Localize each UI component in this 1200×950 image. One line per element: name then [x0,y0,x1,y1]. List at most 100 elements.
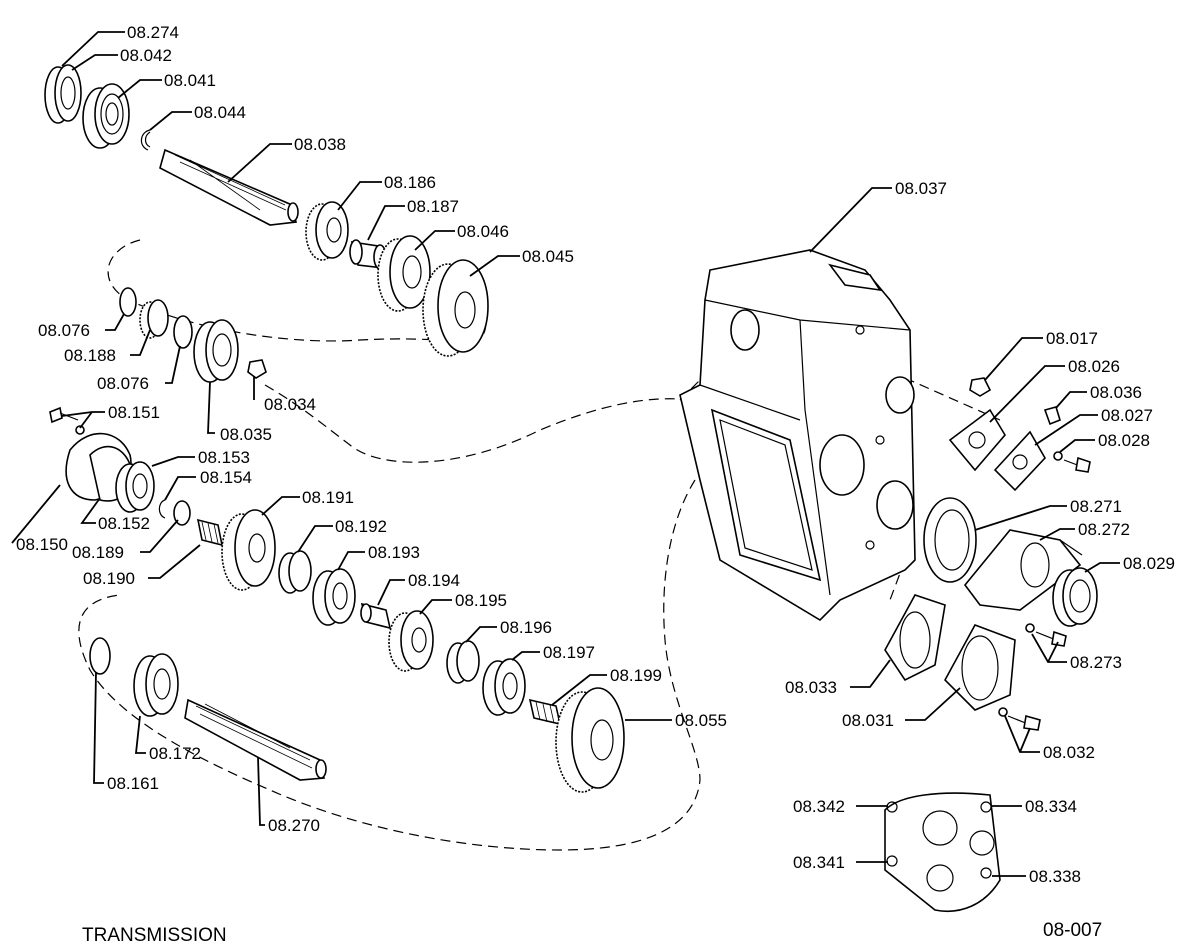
bearing-08172 [133,653,179,717]
bolt-08273 [1025,623,1067,647]
gasket-08027 [993,430,1046,492]
seal-08042 [44,64,82,124]
callout-08153: 08.153 [198,448,250,467]
callout-08338: 08.338 [1029,867,1081,886]
left-cover-group [49,406,224,547]
sleeve-08197 [482,658,526,716]
callout-08195: 08.195 [455,591,507,610]
callout-08342: 08.342 [793,797,845,816]
callout-08044: 08.044 [194,103,246,122]
nut-08017 [969,377,992,397]
callout-08037: 08.037 [895,179,947,198]
gear-08188 [139,299,169,339]
callout-08152: 08.152 [98,514,150,533]
callout-08194: 08.194 [408,571,460,590]
gasket-08033 [884,594,946,682]
callout-08027: 08.027 [1101,406,1153,425]
callout-08151: 08.151 [108,403,160,422]
callout-08026: 08.026 [1068,357,1120,376]
callout-08034: 08.034 [264,395,316,414]
shaft-08038 [159,148,299,226]
callout-08272: 08.272 [1078,520,1130,539]
callout-08046: 08.046 [457,222,509,241]
bearing-08041 [82,83,130,149]
cover-08031 [944,624,1016,711]
fitting-08036 [1043,406,1061,426]
callout-08035: 08.035 [220,425,272,444]
callout-08031: 08.031 [842,711,894,730]
callout-08154: 08.154 [200,468,252,487]
callout-08188: 08.188 [64,346,116,365]
callout-08186: 08.186 [384,173,436,192]
callout-08161: 08.161 [107,774,159,793]
callout-08028: 08.028 [1098,431,1150,450]
bolt-08151 [49,406,85,435]
callout-08042: 08.042 [120,46,172,65]
right-components [884,377,1098,731]
gear-08046 [377,235,431,312]
callout-08192: 08.192 [335,517,387,536]
gear-08055 [555,687,625,793]
countershaft-group [119,287,267,383]
bearing-08035 [193,319,239,383]
nut-08034 [247,359,267,379]
callout-08334: 08.334 [1025,797,1077,816]
output-gear-train [89,509,625,793]
circlip-08154 [158,499,166,519]
figure-number: 08-007 [1043,920,1102,941]
callout-08041: 08.041 [164,71,216,90]
seal-08029 [1052,567,1098,627]
gear-08045 [422,259,489,357]
callout-08190: 08.190 [83,569,135,588]
bracket-08272 [963,529,1083,611]
callout-08036: 08.036 [1090,383,1142,402]
bearing-08153 [115,461,155,513]
ring-08189 [173,500,191,526]
ring-08076a [119,287,137,317]
callout-08197: 08.197 [543,643,595,662]
callout-08191: 08.191 [302,488,354,507]
callout-08045: 08.045 [522,247,574,266]
bolt-08032 [998,707,1041,731]
callout-08076-a: 08.076 [38,321,90,340]
gear-08195 [388,610,434,672]
callout-08271: 08.271 [1070,497,1122,516]
callout-08055: 08.055 [675,711,727,730]
callout-08032: 08.032 [1043,743,1095,762]
callout-08341: 08.341 [793,853,845,872]
hub-08192 [278,550,312,594]
bearing-08199 [528,698,562,726]
callout-08196: 08.196 [500,618,552,637]
ring-08076b [173,315,193,349]
gasket-08271 [923,497,977,583]
bolt-08028 [1053,451,1091,473]
callout-08150: 08.150 [16,535,68,554]
bushing-08194 [360,602,392,630]
cover-plate [884,792,1001,912]
washer-08161 [89,637,111,675]
gear-08186 [305,201,349,261]
callout-08029: 08.029 [1123,554,1175,573]
leader-lines [11,31,1120,877]
hub-08196 [446,640,480,684]
housing-08037 [679,249,916,622]
callout-08193: 08.193 [368,543,420,562]
circlip-08044 [140,129,151,151]
diagram-title: TRANSMISSION [82,925,227,946]
sleeve-08193 [312,568,356,626]
input-shaft-group [44,64,489,357]
shaft-08270 [184,698,327,781]
callout-08274: 08.274 [127,23,179,42]
callout-08172: 08.172 [149,744,201,763]
callout-labels: 08.274 08.042 08.041 08.044 08.038 08.18… [16,23,1175,886]
bearing-08190 [196,518,224,547]
callout-08038: 08.038 [294,135,346,154]
callout-08076-b: 08.076 [97,374,149,393]
callout-08017: 08.017 [1046,329,1098,348]
callout-08273: 08.273 [1070,653,1122,672]
callout-08270: 08.270 [268,816,320,835]
callout-08189: 08.189 [72,543,124,562]
gear-08191 [221,509,276,591]
flange-08026 [948,408,1006,472]
